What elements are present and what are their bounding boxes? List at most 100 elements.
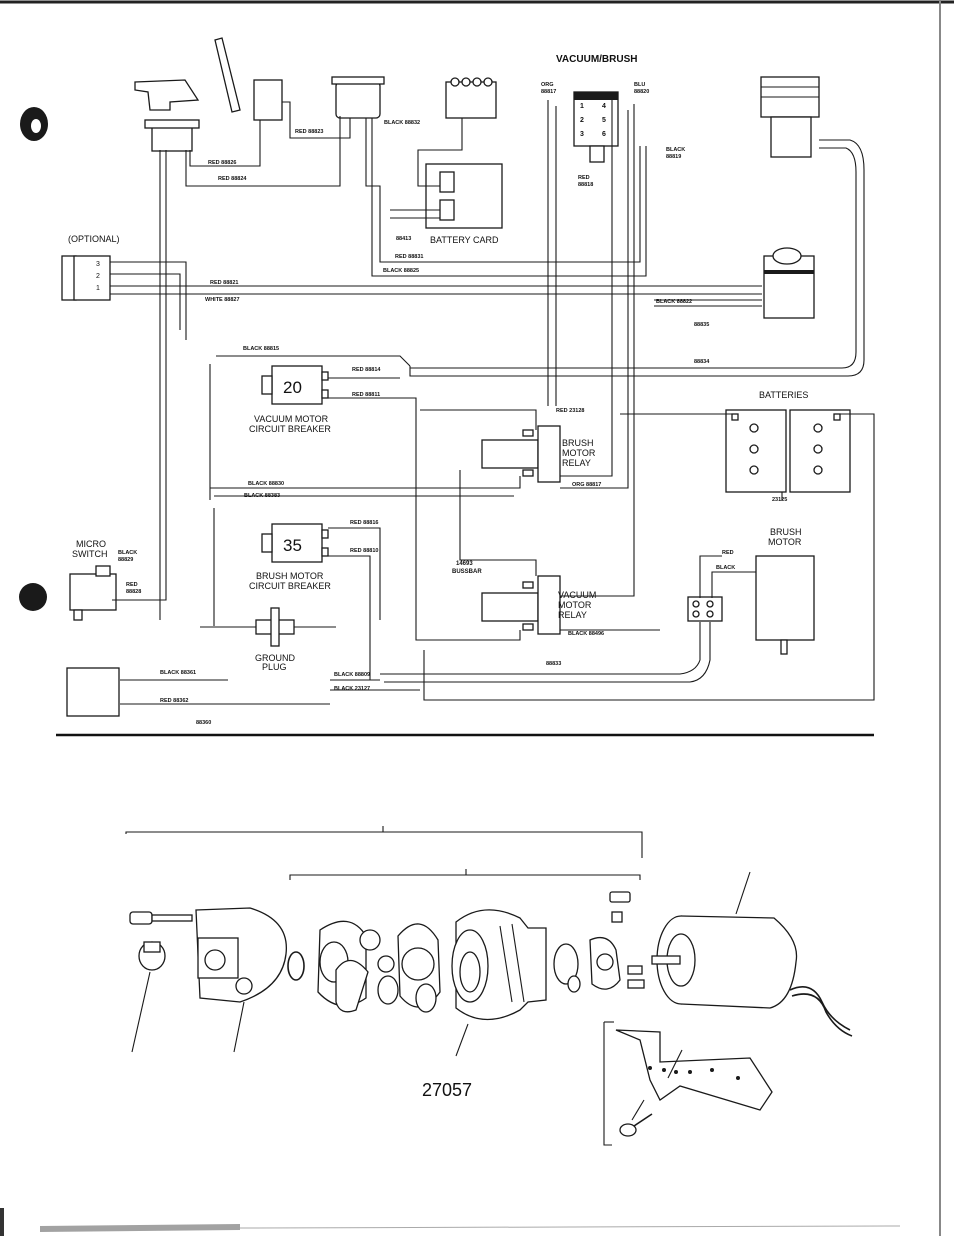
wire-88834: 88834 xyxy=(694,359,710,365)
wire-org-88817-top-l2: 88817 xyxy=(541,89,556,95)
wire-red-88818-l2: 88818 xyxy=(578,182,593,188)
switch-pin-2: 2 xyxy=(96,273,100,280)
part-number-label: 27057 xyxy=(422,1080,472,1100)
wire-red-88831: RED 88831 xyxy=(395,254,423,260)
mounting-bracket-part xyxy=(615,1029,773,1111)
vacuum-motor-relay-box xyxy=(481,575,561,635)
vacuum-breaker-box xyxy=(261,365,329,405)
batteries-label: BATTERIES xyxy=(759,390,808,400)
wire-black-88819-l2: 88819 xyxy=(666,154,681,160)
connector-pin-1: 1 xyxy=(580,103,584,110)
o-ring-part xyxy=(287,951,305,981)
hour-meter-component xyxy=(331,76,385,119)
connector-pin-2: 2 xyxy=(580,117,584,124)
charger-box xyxy=(66,667,120,717)
bracket-screw xyxy=(619,1113,653,1137)
pedal-switch-component xyxy=(214,37,283,121)
wire-red-88816: RED 88816 xyxy=(350,520,378,526)
wire-black-88815: BLACK 88815 xyxy=(243,346,279,352)
battery-card-component xyxy=(425,163,503,229)
optional-switch xyxy=(61,255,111,301)
pump-housing-part xyxy=(195,907,287,1003)
wire-black-88361: BLACK 88361 xyxy=(160,670,196,676)
wire-black-88825: BLACK 88825 xyxy=(383,268,419,274)
vacuum-relay-label-line3: RELAY xyxy=(558,610,587,620)
wire-blu-88820-l1: BLU xyxy=(634,82,645,88)
wire-black-88822: BLACK 88822 xyxy=(656,299,692,305)
leader-lines xyxy=(131,871,751,1121)
vacuum-motor-icon-right xyxy=(763,247,815,319)
bussbar-label-line2: BUSSBAR xyxy=(452,569,482,575)
ground-plug-label-line2: PLUG xyxy=(262,662,287,672)
brush-breaker-box xyxy=(261,523,329,563)
wire-red-88826: RED 88826 xyxy=(208,160,236,166)
wire-black-88383: BLACK 88383 xyxy=(244,493,280,499)
bussbar-label-line1: 14693 xyxy=(456,561,473,567)
wiring-diagram: 3 2 1 1 4 2 5 3 6 20 35 VACUUM/BRUSH (OP… xyxy=(0,0,954,740)
optional-label: (OPTIONAL) xyxy=(68,234,120,244)
wire-org-88817: ORG 88817 xyxy=(572,482,601,488)
connector-pin-3: 3 xyxy=(580,131,584,138)
brush-motor-label-line2: MOTOR xyxy=(768,537,802,547)
vacuum-breaker-label-line1: VACUUM MOTOR xyxy=(254,414,329,424)
wire-black-88496: BLACK 88496 xyxy=(568,631,604,637)
batteries-box xyxy=(725,409,851,493)
pump-body-part xyxy=(451,909,547,1021)
wire-black: BLACK xyxy=(716,565,735,571)
wire-88360: 88360 xyxy=(196,720,211,726)
wire-blu-88820-l2: 88820 xyxy=(634,89,649,95)
impeller-parts xyxy=(359,923,441,1013)
battery-card-label: BATTERY CARD xyxy=(430,235,499,245)
wire-black-88819-l1: BLACK xyxy=(666,147,685,153)
exploded-parts-view: 27057 xyxy=(0,740,941,1236)
wire-black-88829-l2: 88829 xyxy=(118,557,133,563)
micro-switch-box xyxy=(69,565,117,621)
switch-pin-1: 1 xyxy=(96,285,100,292)
ground-plug-label-line1: GROUND xyxy=(255,653,295,663)
wire-88833: 88833 xyxy=(546,661,561,667)
wire-red-88828-l1: RED xyxy=(126,582,138,588)
wire-red-88811: RED 88811 xyxy=(352,392,380,398)
brush-breaker-label-line1: BRUSH MOTOR xyxy=(256,571,324,581)
wire-red-88828-l2: 88828 xyxy=(126,589,141,595)
brush-relay-label-line3: RELAY xyxy=(562,458,591,468)
brush-motor-icon-top xyxy=(760,76,820,158)
vacuum-breaker-label-line2: CIRCUIT BREAKER xyxy=(249,424,331,434)
ground-plug xyxy=(200,607,336,647)
switch-pin-3: 3 xyxy=(96,261,100,268)
connector-pin-4: 4 xyxy=(602,103,606,110)
wire-black-88832: BLACK 88832 xyxy=(384,120,420,126)
brush-breaker-label-line2: CIRCUIT BREAKER xyxy=(249,581,331,591)
brush-motor-box xyxy=(687,555,815,655)
wire-88835: 88835 xyxy=(694,322,709,328)
motor-part xyxy=(651,915,853,1037)
vacuum-brush-connector xyxy=(573,91,619,163)
brush-motor-relay-box xyxy=(481,425,561,483)
battery-gauge-component xyxy=(445,77,497,119)
wire-23125: 23125 xyxy=(772,497,787,503)
wire-red-88823: RED 88823 xyxy=(295,129,323,135)
micro-switch-label-line1: MICRO xyxy=(76,539,106,549)
bolt-part xyxy=(129,911,193,925)
assembly-brackets xyxy=(125,826,643,1146)
scan-edge xyxy=(0,1208,901,1236)
key-switch-component xyxy=(134,79,200,152)
connector-pin-5: 5 xyxy=(602,117,606,124)
brush-motor-label-line1: BRUSH xyxy=(770,527,802,537)
vacuum-relay-label-line1: VACUUM xyxy=(558,590,596,600)
plug-part xyxy=(138,941,166,971)
wire-red-88824: RED 88824 xyxy=(218,176,247,182)
wire-red-88814: RED 88814 xyxy=(352,367,381,373)
small-screws xyxy=(609,891,645,989)
wire-black-23127: BLACK 23127 xyxy=(334,686,370,692)
brush-relay-label-line1: BRUSH xyxy=(562,438,594,448)
brush-breaker-value: 35 xyxy=(283,536,302,555)
seal-parts xyxy=(553,936,643,993)
hole-punch-middle xyxy=(19,583,47,611)
wire-red-88362: RED 88362 xyxy=(160,698,188,704)
brush-relay-label-line2: MOTOR xyxy=(562,448,596,458)
wire-red-88810: RED 88810 xyxy=(350,548,378,554)
wire-red-23128: RED 23128 xyxy=(556,408,584,414)
wire-white-88827: WHITE 88827 xyxy=(205,297,240,303)
